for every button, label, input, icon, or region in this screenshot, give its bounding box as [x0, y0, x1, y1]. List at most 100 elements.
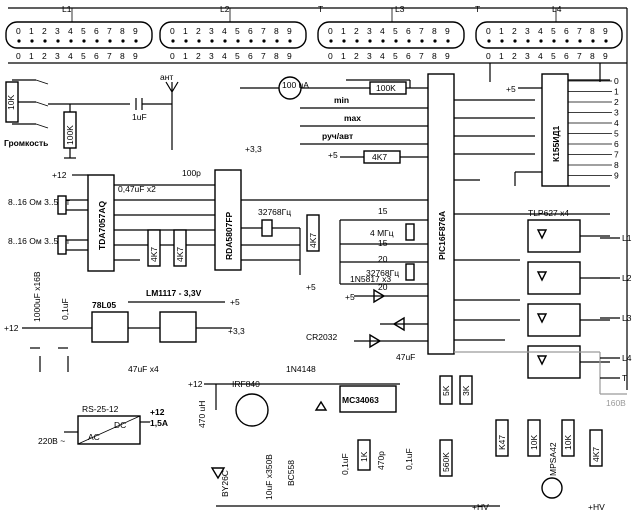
tube-pin-dot [30, 39, 34, 43]
tube-pin-dot [381, 39, 385, 43]
speaker1-label: 8..16 Ом 3..5 Вт [8, 197, 70, 207]
tube-digit-bottom: 8 [590, 51, 595, 61]
diode-fast-label: 1N4148 [286, 364, 316, 374]
phase-label: L2 [622, 273, 632, 283]
tube-digit-top: 9 [287, 26, 292, 36]
phase-label: T [622, 373, 627, 383]
decoder-out-digit: 3 [614, 108, 619, 118]
amp-plus12: +12 [52, 170, 67, 180]
tube-pin-dot [591, 39, 595, 43]
tube-digit-top: 0 [486, 26, 491, 36]
tube-digit-bottom: 6 [406, 51, 411, 61]
driver-section: 160В K47 10K 10K 4K7 MPSA42 +HV [454, 351, 627, 512]
tube-digit-top: 5 [81, 26, 86, 36]
speaker2-label: 8..16 Ом 3..5 Вт [8, 236, 70, 246]
tube-digit-bottom: 1 [341, 51, 346, 61]
psu-dc: DC [114, 420, 126, 430]
tube-digit-top: 4 [68, 26, 73, 36]
tube-digit-bottom: 2 [196, 51, 201, 61]
tube-pin-dot [210, 39, 214, 43]
amp-caps-label: 0,47uF x2 [118, 184, 156, 194]
ruch-label: руч/авт [322, 131, 353, 141]
r-k47-value: K47 [497, 435, 507, 450]
tube-digit-bottom: 7 [261, 51, 266, 61]
decoder-out-digit: 0 [614, 76, 619, 86]
r-vol2-value: 100K [65, 125, 75, 145]
tube-digit-bottom: 3 [525, 51, 530, 61]
tube-pin-dot [500, 39, 504, 43]
pic-cap47: 47uF [396, 352, 415, 362]
radio-xtal-label: 32768Гц [258, 207, 291, 217]
tube-pin-dot [288, 39, 292, 43]
schottky-label: 1N5817 x3 [350, 274, 391, 284]
r-10k1-value: 10K [529, 435, 539, 450]
radio-100p: 100p [182, 168, 201, 178]
tube-pin-dot [407, 39, 411, 43]
tube-digit-bottom: 4 [68, 51, 73, 61]
tube-pin-dot [121, 39, 125, 43]
tube-digit-top: 4 [222, 26, 227, 36]
tube-digit-bottom: 5 [551, 51, 556, 61]
r-cap-value: 0,1uF [340, 453, 350, 475]
pwm-label: MC34063 [342, 395, 379, 405]
tube-digit-top: 5 [235, 26, 240, 36]
pic-chip-label: PIC16F876A [437, 211, 447, 260]
tube-digit-top: 8 [432, 26, 437, 36]
tube-pin-dot [368, 39, 372, 43]
tube-digit-top: 1 [499, 26, 504, 36]
cap-15b: 15 [378, 238, 388, 248]
tube-digit-top: 1 [341, 26, 346, 36]
tube-digit-bottom: 7 [419, 51, 424, 61]
r-a1-value: 4K7 [149, 247, 159, 262]
tube-pin-dot [69, 39, 73, 43]
tube-pin-dot [487, 39, 491, 43]
v160-label: 160В [606, 398, 626, 408]
tube-pin-dot [184, 39, 188, 43]
r-560-value: 560K [441, 452, 451, 472]
tube-digit-bottom: 0 [328, 51, 333, 61]
tube-digit-top: 3 [209, 26, 214, 36]
tube-digit-bottom: 3 [55, 51, 60, 61]
r-1k-value: 1K [359, 451, 369, 462]
pic-xtal-label: 4 МГц [370, 228, 394, 238]
tube-digit-bottom: 5 [393, 51, 398, 61]
tube-digit-top: 8 [274, 26, 279, 36]
tube-digit-top: 8 [120, 26, 125, 36]
max-label: max [344, 113, 361, 123]
amp-chip-label: TDA7057AQ [97, 200, 107, 250]
r-rad-value: 4K7 [308, 233, 318, 248]
ruch-plus5: +5 [328, 150, 338, 160]
r-3k-value: 3K [461, 385, 471, 396]
tube-digit-bottom: 4 [222, 51, 227, 61]
meter-label: 100 uA [282, 80, 309, 90]
tube-digit-bottom: 8 [432, 51, 437, 61]
phase-label: L1 [622, 233, 632, 243]
tube-digit-top: 6 [406, 26, 411, 36]
opto-led [536, 313, 548, 324]
tube-pin-dot [249, 39, 253, 43]
nixie-tube-l1: L1 [5, 4, 153, 49]
tube-digit-bottom: 1 [499, 51, 504, 61]
psu-plus12-in: +12 [4, 323, 19, 333]
tube-digit-top: 7 [107, 26, 112, 36]
power-supply-section: +12 1000uF x16В 0,1uF 78L05 +5 LM1117 - … [4, 271, 245, 446]
optocoupler-section: TLP627 x4 [527, 208, 610, 379]
decoder-out-digit: 4 [614, 118, 619, 128]
tube-digit-top: 2 [196, 26, 201, 36]
radio-chip-label: RDA5807FP [224, 211, 234, 260]
r-5k-value: 5K [441, 385, 451, 396]
tube-digit-top: 9 [603, 26, 608, 36]
tube-digit-top: 8 [590, 26, 595, 36]
tube-digit-bottom: 2 [354, 51, 359, 61]
tube-digit-top: 3 [525, 26, 530, 36]
psu-out12: +12 [150, 407, 165, 417]
tube-digit-top: 1 [29, 26, 34, 36]
opto-led [536, 229, 548, 240]
tube-digit-top: 9 [133, 26, 138, 36]
hv-plus12: +12 [188, 379, 203, 389]
bulk-cap01-label: 0,1uF [60, 298, 70, 320]
pic-xtal-rtc-label: 32768Гц [366, 268, 399, 278]
tube-pin-dot [355, 39, 359, 43]
tube-pin-dot [552, 39, 556, 43]
